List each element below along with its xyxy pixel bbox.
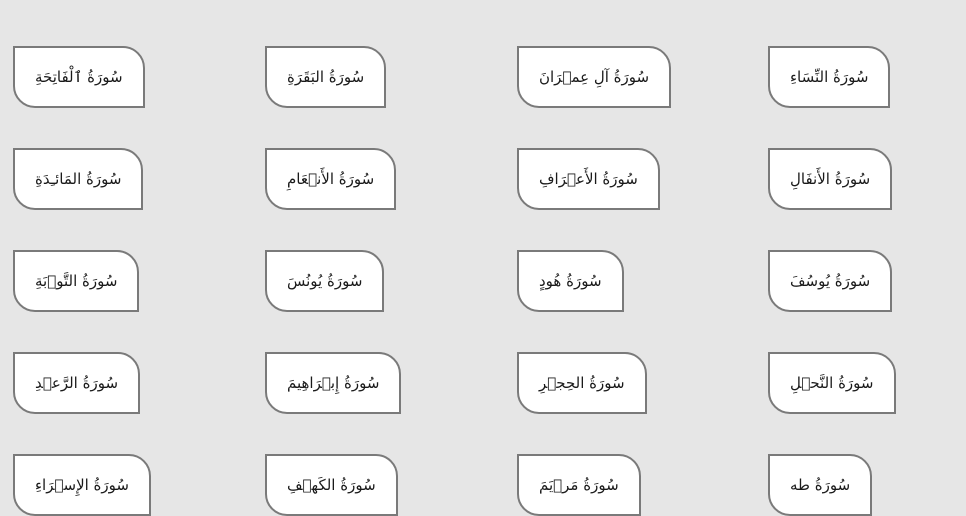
surah-name: سُورَةُ الكَهۡفِ bbox=[287, 475, 376, 494]
surah-card-ibrahim[interactable]: سُورَةُ إِبۡرَاهِيمَ bbox=[265, 352, 402, 414]
surah-card-maryam[interactable]: سُورَةُ مَرۡيَمَ bbox=[517, 454, 641, 516]
surah-name: سُورَةُ الرَّعۡدِ bbox=[35, 373, 119, 392]
surah-card-an-nahl[interactable]: سُورَةُ النَّحۡلِ bbox=[768, 352, 896, 414]
surah-card-yusuf[interactable]: سُورَةُ يُوسُفَ bbox=[768, 250, 893, 312]
surah-name: سُورَةُ يُونُسَ bbox=[287, 271, 363, 290]
surah-name: سُورَةُ النَّحۡلِ bbox=[790, 373, 874, 392]
surah-name: سُورَةُ ٱلْفَاتِحَةِ bbox=[35, 67, 123, 86]
surah-card-ar-rad[interactable]: سُورَةُ الرَّعۡدِ bbox=[13, 352, 141, 414]
surah-grid: سُورَةُ ٱلْفَاتِحَةِ سُورَةُ البَقَرَةِ … bbox=[13, 46, 966, 516]
surah-card-al-hijr[interactable]: سُورَةُ الحِجۡرِ bbox=[517, 352, 647, 414]
surah-name: سُورَةُ الأَنفَالِ bbox=[790, 169, 871, 188]
surah-name: سُورَةُ يُوسُفَ bbox=[790, 271, 871, 290]
surah-card-an-nisa[interactable]: سُورَةُ النِّسَاءِ bbox=[768, 46, 891, 108]
surah-card-al-isra[interactable]: سُورَةُ الإِسۡرَاءِ bbox=[13, 454, 151, 516]
surah-name: سُورَةُ طه bbox=[790, 475, 851, 494]
surah-card-taha[interactable]: سُورَةُ طه bbox=[768, 454, 873, 516]
surah-card-hud[interactable]: سُورَةُ هُودٍ bbox=[517, 250, 624, 312]
surah-name: سُورَةُ هُودٍ bbox=[539, 271, 602, 290]
surah-name: سُورَةُ آلِ عِمۡرَانَ bbox=[539, 67, 650, 86]
surah-name: سُورَةُ إِبۡرَاهِيمَ bbox=[287, 373, 380, 392]
surah-card-al-imran[interactable]: سُورَةُ آلِ عِمۡرَانَ bbox=[517, 46, 672, 108]
surah-card-yunus[interactable]: سُورَةُ يُونُسَ bbox=[265, 250, 385, 312]
surah-name: سُورَةُ البَقَرَةِ bbox=[287, 67, 365, 86]
surah-name: سُورَةُ الحِجۡرِ bbox=[539, 373, 625, 392]
surah-name: سُورَةُ النِّسَاءِ bbox=[790, 67, 869, 86]
surah-card-al-araf[interactable]: سُورَةُ الأَعۡرَافِ bbox=[517, 148, 660, 210]
surah-card-al-maidah[interactable]: سُورَةُ المَائـِدَةِ bbox=[13, 148, 144, 210]
surah-card-al-anam[interactable]: سُورَةُ الأَنۡعَامِ bbox=[265, 148, 397, 210]
surah-card-at-tawbah[interactable]: سُورَةُ التَّوۡبَةِ bbox=[13, 250, 140, 312]
surah-card-al-fatiha[interactable]: سُورَةُ ٱلْفَاتِحَةِ bbox=[13, 46, 145, 108]
surah-name: سُورَةُ مَرۡيَمَ bbox=[539, 475, 619, 494]
surah-name: سُورَةُ الأَعۡرَافِ bbox=[539, 169, 638, 188]
surah-card-al-kahf[interactable]: سُورَةُ الكَهۡفِ bbox=[265, 454, 398, 516]
surah-card-al-baqarah[interactable]: سُورَةُ البَقَرَةِ bbox=[265, 46, 387, 108]
surah-name: سُورَةُ التَّوۡبَةِ bbox=[35, 271, 118, 290]
surah-name: سُورَةُ الأَنۡعَامِ bbox=[287, 169, 375, 188]
surah-card-al-anfal[interactable]: سُورَةُ الأَنفَالِ bbox=[768, 148, 893, 210]
surah-name: سُورَةُ المَائـِدَةِ bbox=[35, 169, 122, 188]
surah-name: سُورَةُ الإِسۡرَاءِ bbox=[35, 475, 129, 494]
